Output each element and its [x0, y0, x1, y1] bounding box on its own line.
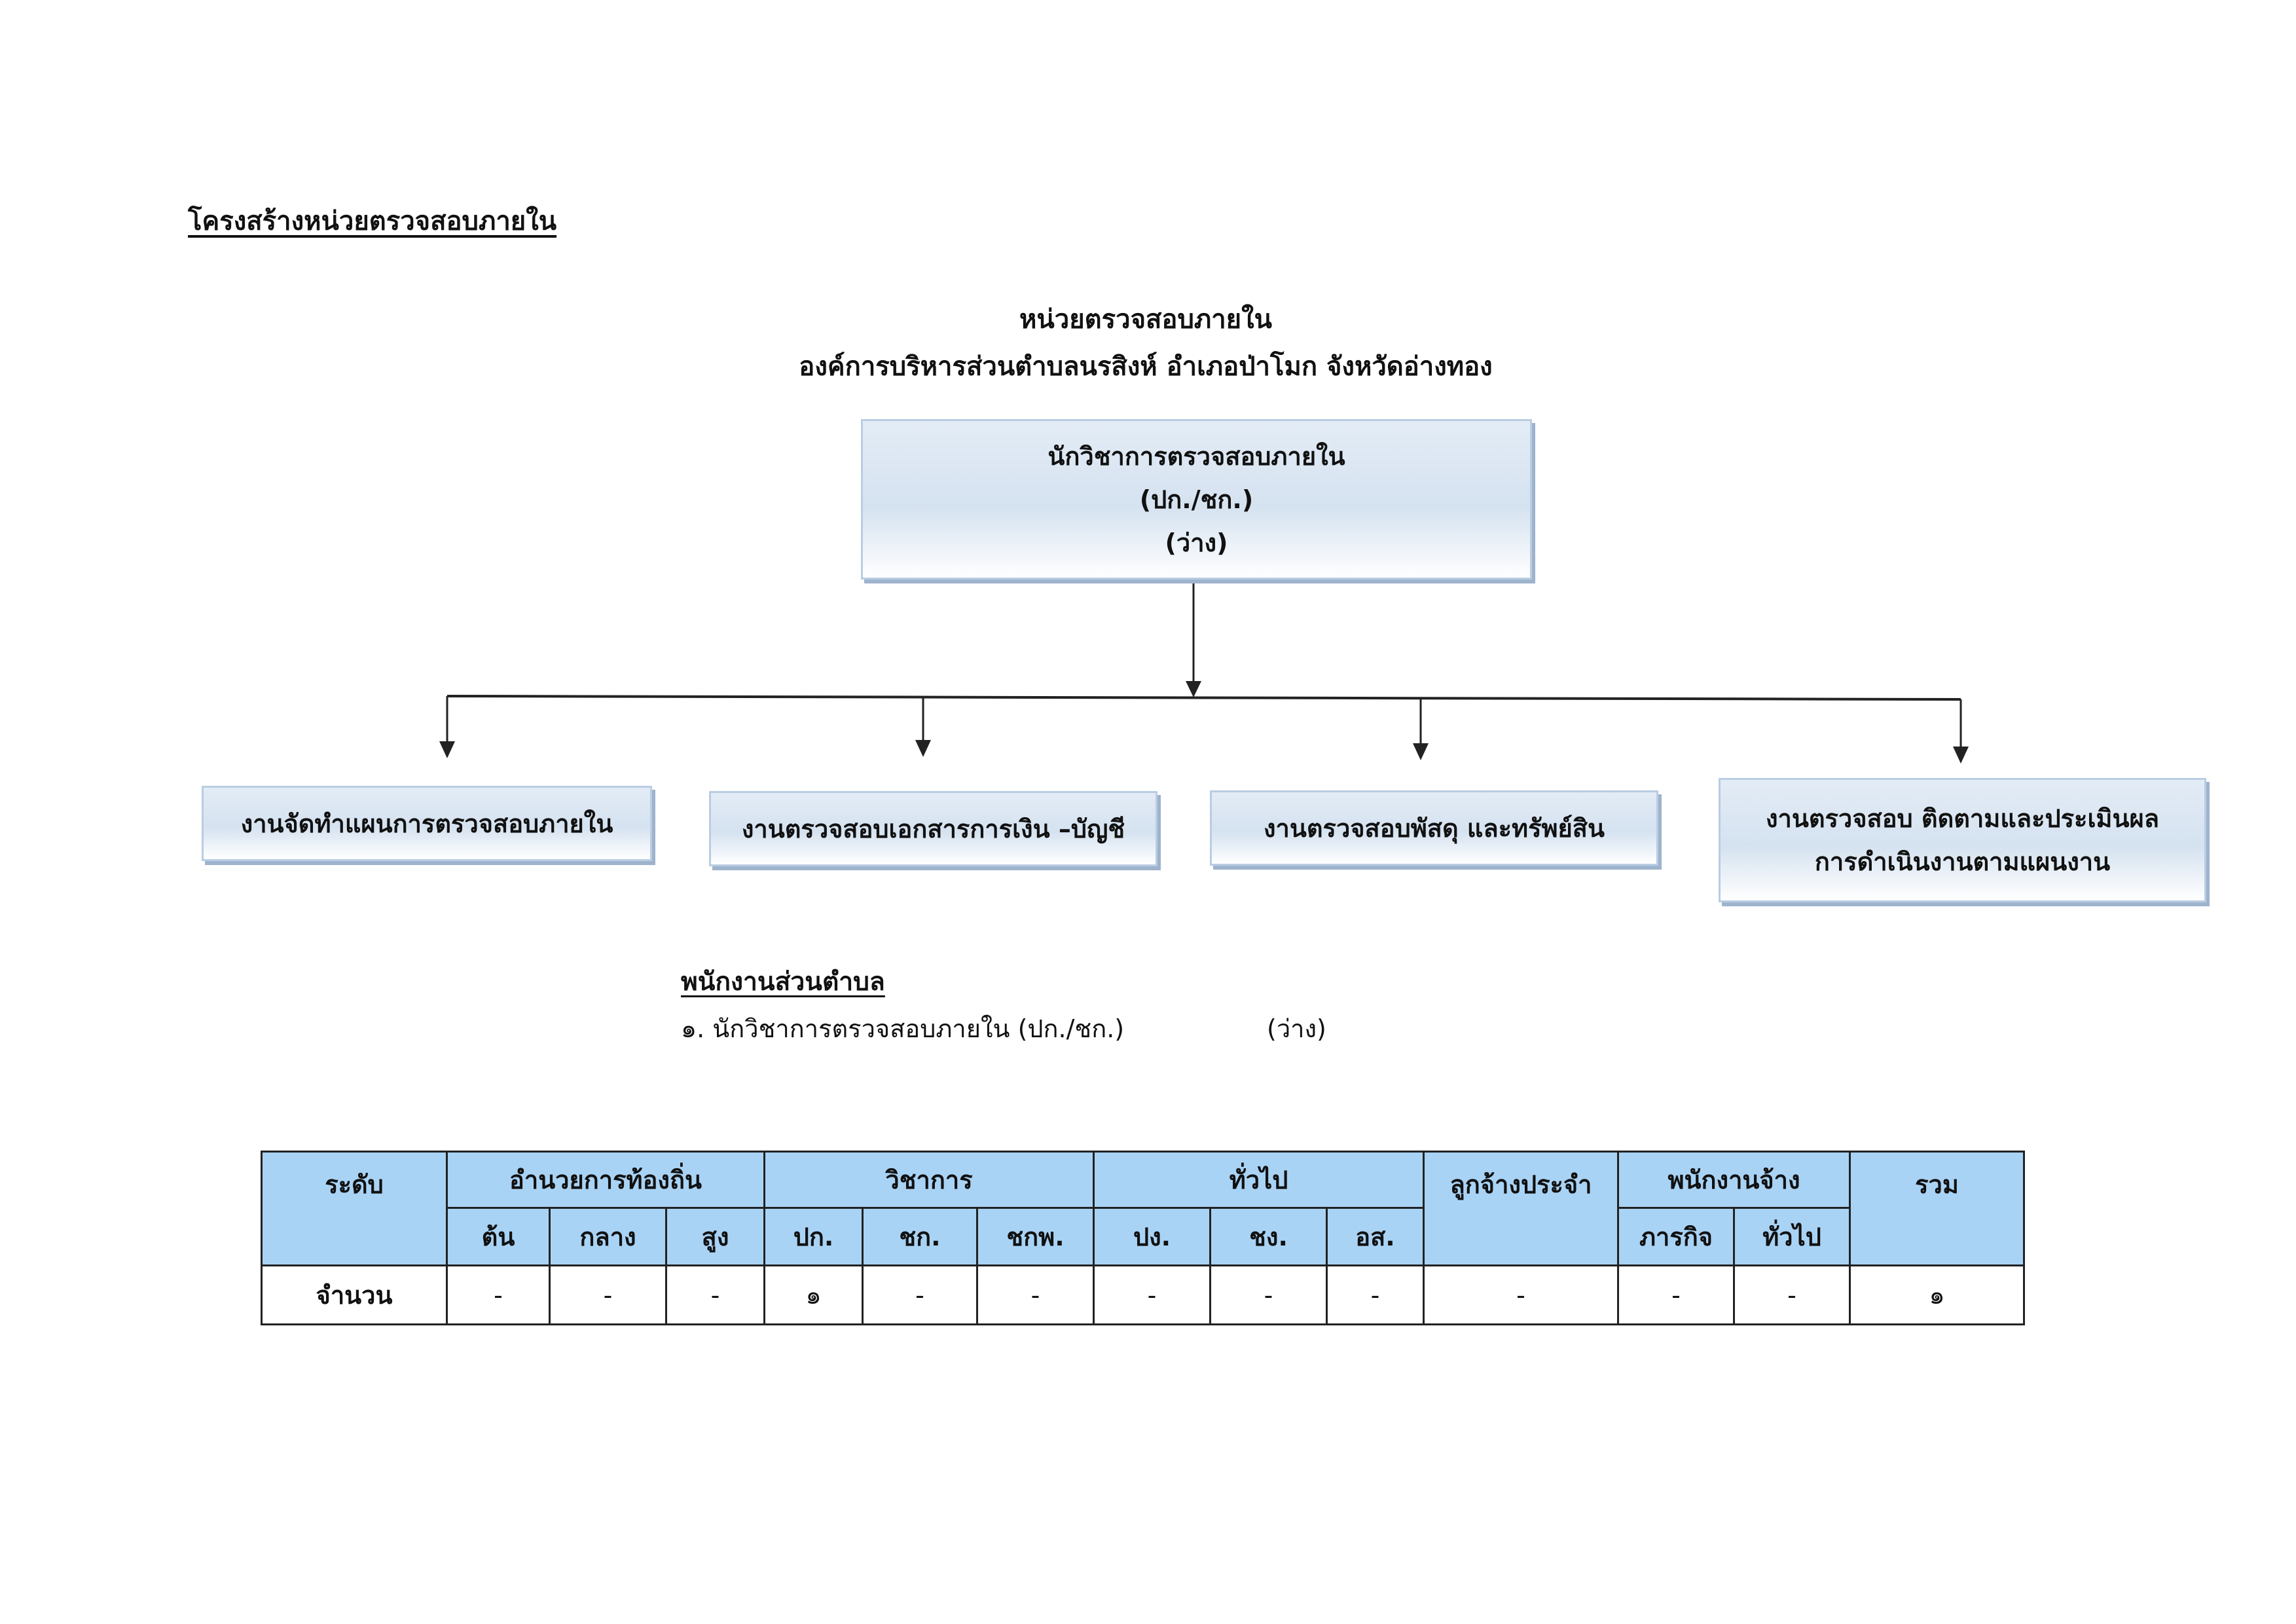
count-cell: -: [1423, 1264, 1620, 1325]
branch-arrow-4: [1953, 747, 1969, 764]
header-sub-cell: ชก.: [862, 1207, 978, 1266]
header-general: ทั่วไป: [1093, 1151, 1425, 1209]
work-unit-box-2: งานตรวจสอบเอกสารการเงิน –บัญชี: [709, 791, 1157, 866]
root-position-status: (ว่าง): [1165, 528, 1228, 557]
header-local-admin: อำนวยการท้องถิ่น: [446, 1151, 765, 1209]
work-unit-label-4b: การดำเนินงานตามแผนงาน: [1814, 847, 2111, 876]
header-sub-cell: ปก.: [763, 1207, 864, 1266]
branch-arrow-3: [1413, 743, 1429, 760]
header-total: รวม: [1849, 1151, 2026, 1266]
work-unit-box-1: งานจัดทำแผนการตรวจสอบภายใน: [202, 786, 652, 861]
horizontal-connector: [446, 695, 1961, 701]
staff-item-label: ๑. นักวิชาการตรวจสอบภายใน (ปก./ชก.): [681, 1014, 1125, 1043]
count-cell: -: [975, 1264, 1095, 1325]
root-position-level: (ปก./ชก.): [1139, 485, 1254, 514]
document-subtitle: องค์การบริหารส่วนตำบลนรสิงห์ อำเภอป่าโมก…: [799, 352, 1493, 382]
count-cell: -: [862, 1264, 978, 1325]
table-header-row-1: ระดับ อำนวยการท้องถิ่น วิชาการ ทั่วไป ลู…: [261, 1151, 2026, 1266]
work-unit-box-3: งานตรวจสอบพัสดุ และทรัพย์สิน: [1210, 790, 1658, 866]
table-header-row-2: ต้น กลาง สูง ปก. ชก. ชกพ. ปง. ชง. อส. ภา…: [262, 1207, 2024, 1266]
header-sub-cell: สูง: [665, 1207, 765, 1266]
count-cell: -: [1209, 1264, 1328, 1325]
header-sub-cell: ปง.: [1093, 1207, 1212, 1266]
header-sub-cell: ต้น: [446, 1207, 551, 1266]
header-permanent-employee: ลูกจ้างประจำ: [1423, 1151, 1620, 1266]
work-unit-label-1: งานจัดทำแผนการตรวจสอบภายใน: [240, 809, 613, 838]
total-cell: ๑: [1849, 1264, 2026, 1325]
personnel-count-table: ระดับ อำนวยการท้องถิ่น วิชาการ ทั่วไป ลู…: [261, 1151, 2026, 1325]
header-level: ระดับ: [261, 1151, 448, 1266]
branch-arrow-2: [915, 740, 931, 757]
header-sub-cell: อส.: [1326, 1207, 1425, 1266]
header-sub-cell: ภารกิจ: [1617, 1207, 1736, 1266]
count-cell: -: [1733, 1264, 1851, 1325]
root-arrow: [1186, 681, 1201, 697]
header-contract-staff: พนักงานจ้าง: [1617, 1151, 1851, 1209]
work-unit-label-2: งานตรวจสอบเอกสารการเงิน –บัญชี: [741, 814, 1125, 843]
row-label: จำนวน: [261, 1264, 448, 1325]
header-sub-cell: ชง.: [1209, 1207, 1328, 1266]
branch-arrow-1: [439, 741, 455, 758]
count-cell: -: [1617, 1264, 1736, 1325]
root-position-box: นักวิชาการตรวจสอบภายใน (ปก./ชก.) (ว่าง): [861, 419, 1532, 580]
count-cell: ๑: [763, 1264, 864, 1325]
work-unit-label-4a: งานตรวจสอบ ติดตามและประเมินผล: [1765, 804, 2160, 833]
work-unit-label-3: งานตรวจสอบพัสดุ และทรัพย์สิน: [1264, 813, 1605, 843]
table-row: จำนวน - - - ๑ - - - - - - - - ๑: [261, 1264, 2026, 1325]
count-cell: -: [549, 1264, 667, 1325]
header-sub-cell: ชกพ.: [975, 1207, 1095, 1266]
count-cell: -: [665, 1264, 765, 1325]
work-unit-box-4: งานตรวจสอบ ติดตามและประเมินผล การดำเนินง…: [1719, 778, 2206, 902]
root-position-title: นักวิชาการตรวจสอบภายใน: [1048, 441, 1345, 471]
header-academic: วิชาการ: [763, 1151, 1095, 1209]
staff-item-status: (ว่าง): [1267, 1014, 1326, 1043]
header-sub-cell: กลาง: [549, 1207, 667, 1266]
count-cell: -: [446, 1264, 551, 1325]
header-sub-cell: ทั่วไป: [1733, 1207, 1851, 1266]
section-heading: โครงสร้างหน่วยตรวจสอบภายใน: [188, 206, 557, 236]
count-cell: -: [1093, 1264, 1212, 1325]
staff-heading: พนักงานส่วนตำบล: [681, 967, 885, 997]
document-title: หน่วยตรวจสอบภายใน: [1019, 304, 1272, 335]
count-cell: -: [1326, 1264, 1425, 1325]
